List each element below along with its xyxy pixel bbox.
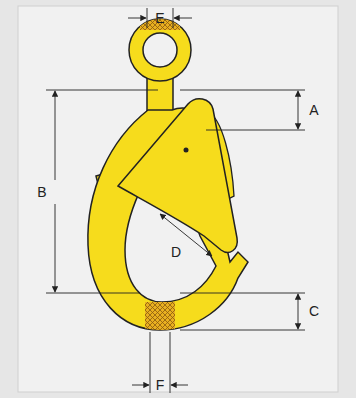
dimension-letter: E — [155, 11, 164, 25]
dimension-letter: A — [309, 103, 318, 117]
hook-eye — [129, 19, 191, 81]
safety-latch — [118, 99, 237, 253]
dimension-lines — [46, 8, 305, 393]
dimension-letter: B — [37, 185, 46, 199]
panel — [18, 6, 338, 392]
latch-pin — [184, 148, 189, 153]
dimension-letter: D — [171, 245, 181, 259]
dimension-letter: F — [156, 378, 165, 392]
dimension-letter: C — [309, 304, 319, 318]
